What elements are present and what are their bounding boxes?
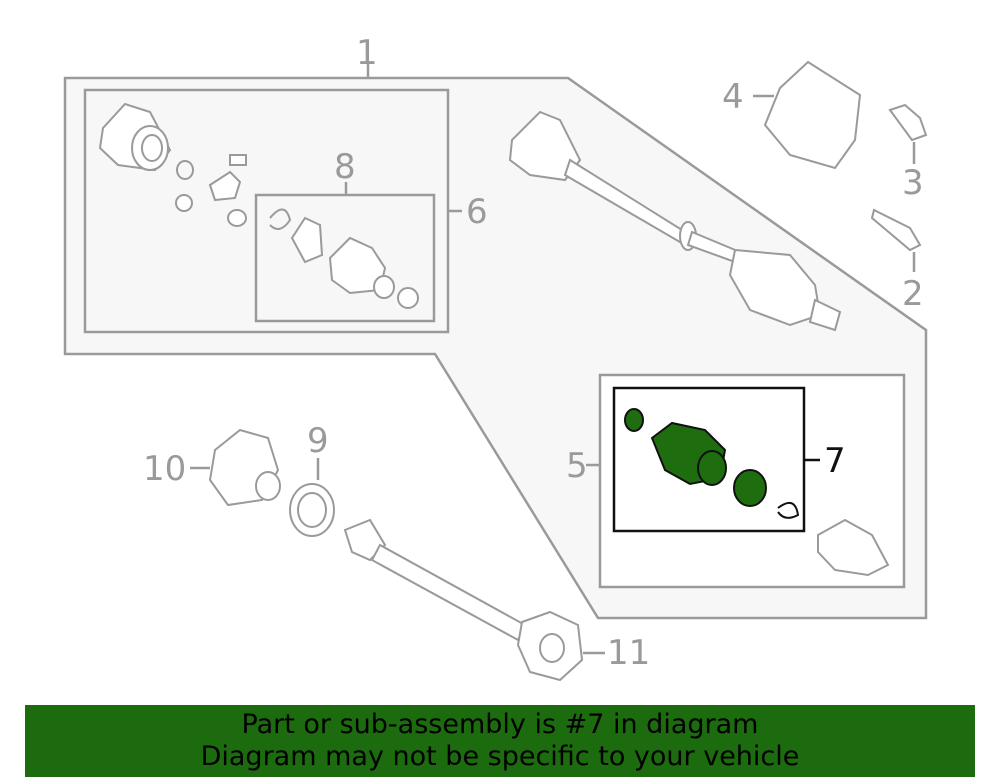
part-3-bolt xyxy=(888,103,928,164)
part-2-bolt xyxy=(870,208,922,272)
callout-3: 3 xyxy=(902,163,924,203)
part-9-seal xyxy=(289,458,335,537)
part-10-hub xyxy=(190,428,281,507)
inner-joint-housing xyxy=(98,102,172,172)
boot-kit-part-7 xyxy=(624,408,800,519)
outer-joint-box5 xyxy=(817,518,890,577)
callout-5: 5 xyxy=(566,446,588,486)
banner-line-2: Diagram may not be specific to your vehi… xyxy=(200,741,800,772)
banner-line-1: Part or sub-assembly is #7 in diagram xyxy=(241,709,759,740)
callout-10: 10 xyxy=(143,449,186,489)
tripod-spider xyxy=(208,154,247,227)
callout-2: 2 xyxy=(902,274,924,314)
callout-4: 4 xyxy=(722,77,744,117)
part-11-shaft xyxy=(343,518,605,682)
part-4-cover xyxy=(753,60,862,170)
circlip-small xyxy=(175,160,194,212)
callout-6: 6 xyxy=(466,192,488,232)
callout-7: 7 xyxy=(824,441,846,481)
boot-kit-parts-inner xyxy=(269,208,419,309)
drive-shaft-assembly xyxy=(508,110,842,332)
callout-9: 9 xyxy=(307,421,329,461)
callout-8: 8 xyxy=(334,147,356,187)
callout-11: 11 xyxy=(607,633,650,673)
callout-1: 1 xyxy=(356,33,378,73)
info-banner: Part or sub-assembly is #7 in diagram Di… xyxy=(25,705,975,777)
